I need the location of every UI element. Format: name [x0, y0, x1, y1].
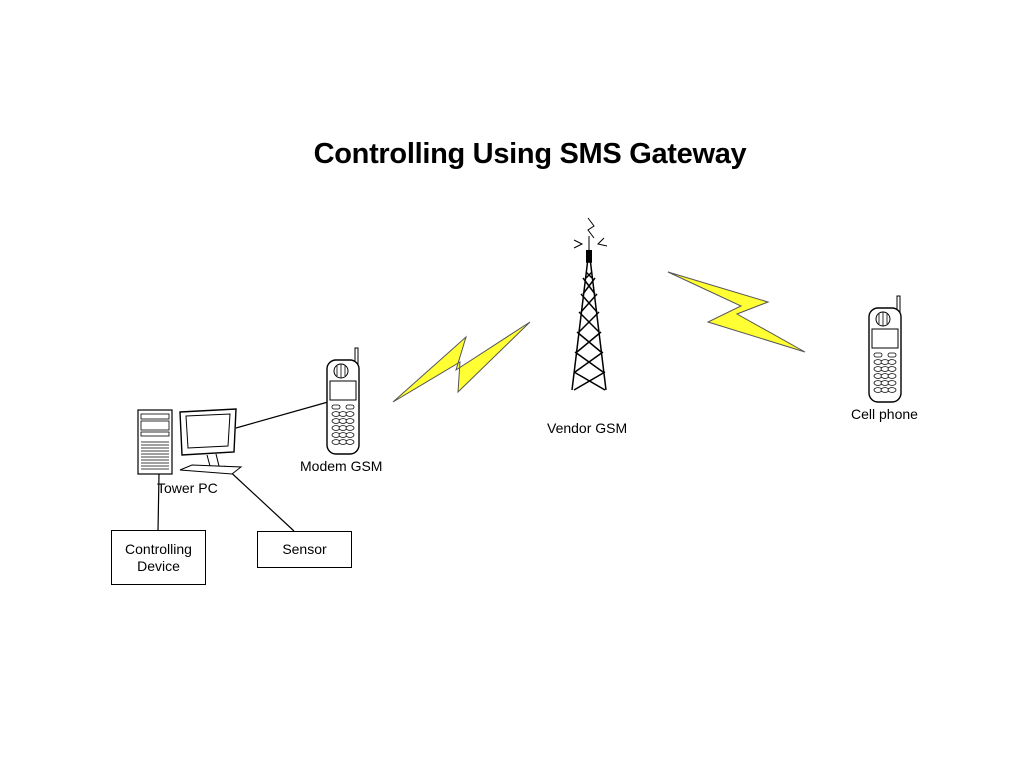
sensor-label: Sensor: [282, 541, 327, 557]
controlling-device-box: Controlling Device: [111, 530, 206, 585]
monitor-icon: [179, 408, 243, 475]
mobile-phone-icon: [326, 347, 360, 455]
antenna-tower-icon: [571, 217, 608, 391]
controlling-device-label: Controlling Device: [125, 540, 192, 574]
lightning-icon: [667, 271, 806, 353]
cell-phone-label: Cell phone: [851, 406, 918, 422]
modem-gsm-label: Modem GSM: [300, 458, 383, 474]
pc-modem-link: [235, 401, 329, 429]
sensor-box: Sensor: [257, 531, 352, 568]
tower-pc-icon: [137, 409, 173, 475]
tower-pc-label: Tower PC: [157, 480, 218, 496]
pc-controller-link: [157, 473, 160, 532]
vendor-gsm-label: Vendor GSM: [547, 420, 628, 436]
mobile-phone-icon: [868, 295, 902, 403]
pc-sensor-link: [223, 465, 295, 532]
lightning-icon: [392, 321, 531, 403]
diagram-title: Controlling Using SMS Gateway: [313, 138, 747, 170]
